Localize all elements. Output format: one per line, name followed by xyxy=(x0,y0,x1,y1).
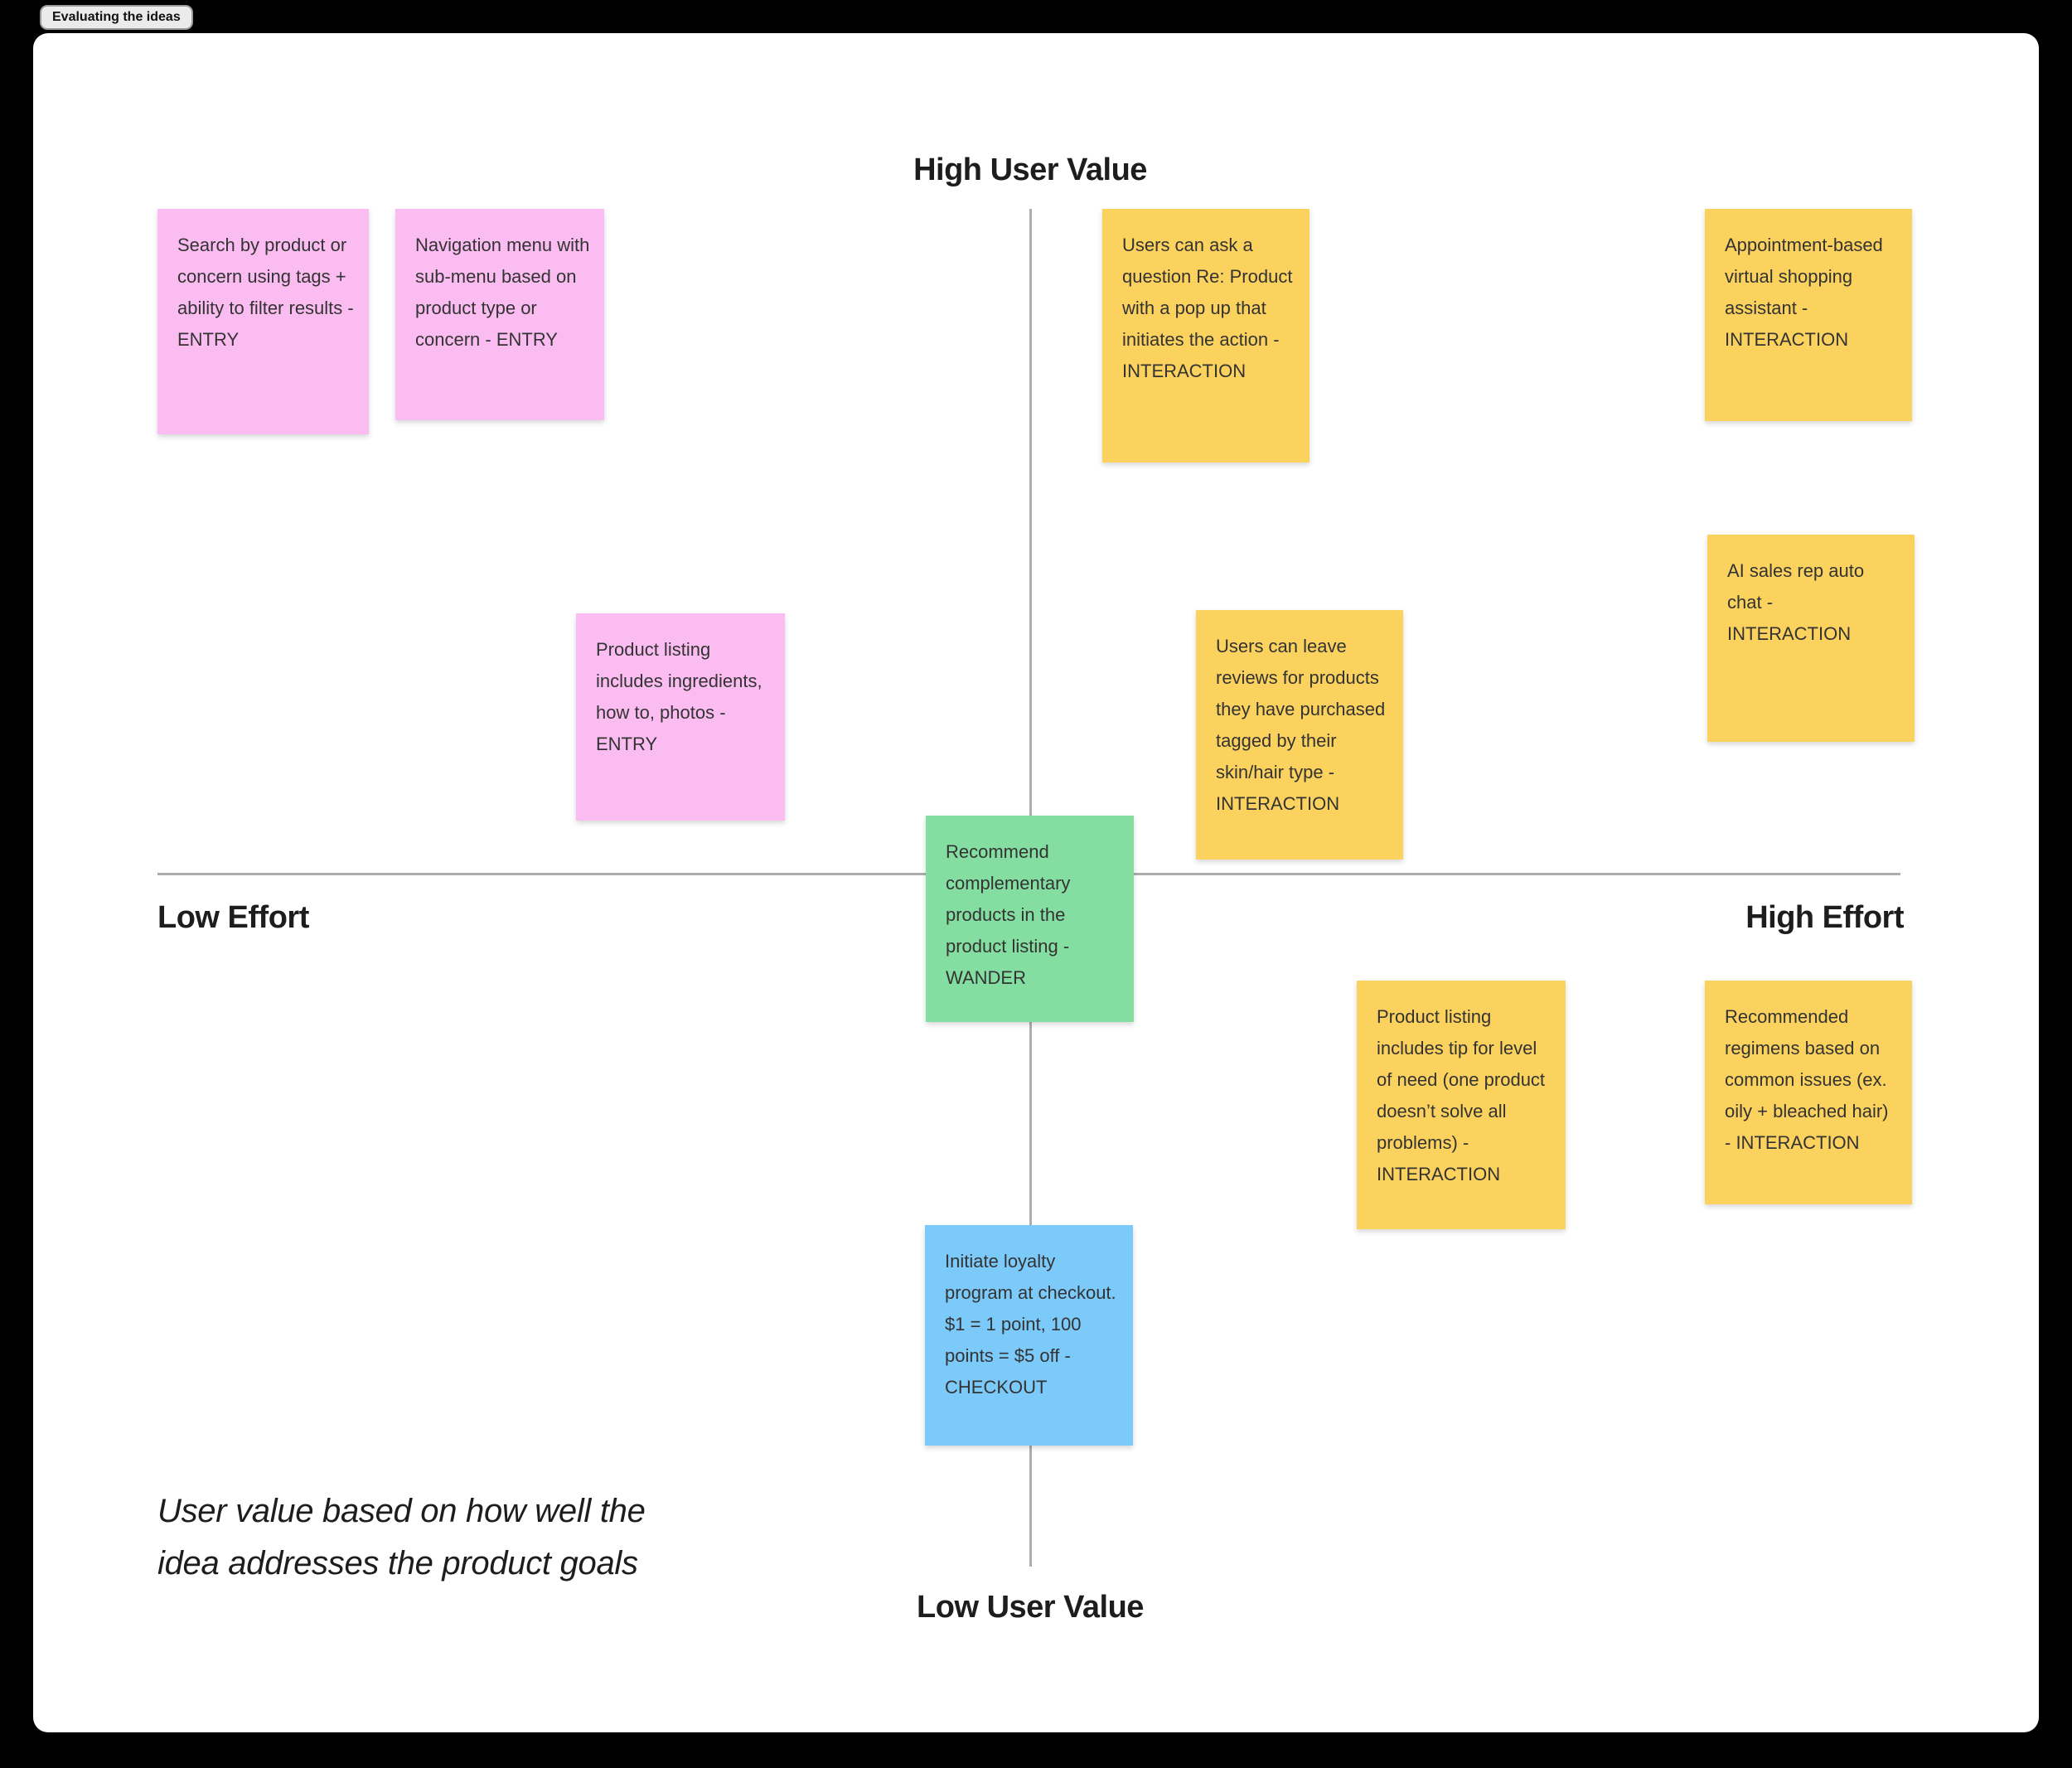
axis-label-low-user-value: Low User Value xyxy=(917,1590,1144,1625)
sticky-note-ai-sales-rep[interactable]: AI sales rep auto chat - INTERACTION xyxy=(1707,535,1915,742)
sticky-note-recommend-complementary[interactable]: Recommend complementary products in the … xyxy=(926,816,1134,1022)
sticky-note-leave-reviews[interactable]: Users can leave reviews for products the… xyxy=(1196,610,1403,860)
sticky-note-loyalty-program[interactable]: Initiate loyalty program at checkout. $1… xyxy=(925,1225,1133,1446)
axis-label-high-user-value: High User Value xyxy=(913,153,1147,187)
sticky-note-search-by-product[interactable]: Search by product or concern using tags … xyxy=(157,209,369,434)
axis-label-low-effort: Low Effort xyxy=(157,900,309,935)
sticky-note-listing-tip[interactable]: Product listing includes tip for level o… xyxy=(1357,981,1566,1229)
sticky-note-ask-question[interactable]: Users can ask a question Re: Product wit… xyxy=(1102,209,1310,463)
sticky-note-appointment-assistant[interactable]: Appointment-based virtual shopping assis… xyxy=(1705,209,1912,421)
axis-label-high-effort: High Effort xyxy=(1745,900,1904,935)
page-tab[interactable]: Evaluating the ideas xyxy=(40,5,193,30)
user-value-annotation: User value based on how well the idea ad… xyxy=(157,1493,646,1582)
sticky-note-product-listing-details[interactable]: Product listing includes ingredients, ho… xyxy=(576,613,785,821)
sticky-note-recommended-regimens[interactable]: Recommended regimens based on common iss… xyxy=(1705,981,1912,1204)
whiteboard-canvas[interactable]: High User Value Low User Value Low Effor… xyxy=(33,33,2039,1732)
sticky-note-navigation-menu[interactable]: Navigation menu with sub-menu based on p… xyxy=(395,209,604,420)
